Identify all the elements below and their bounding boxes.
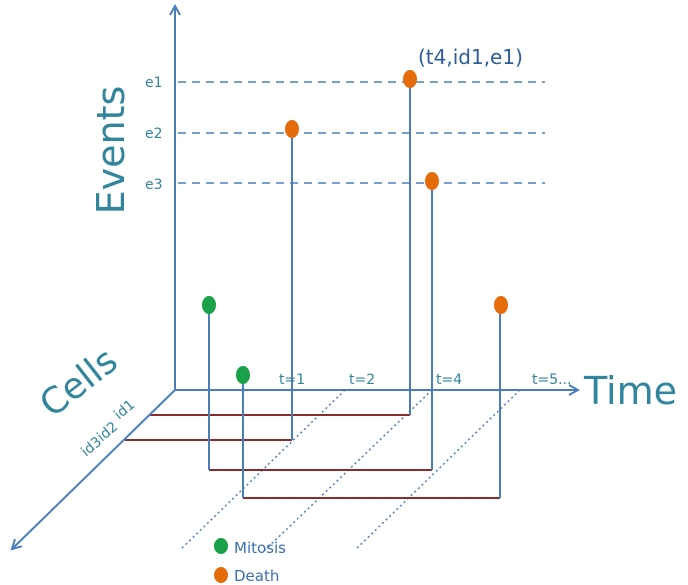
events-axis-title: Events [89,86,133,215]
legend-death-swatch [214,567,228,583]
legend-death-label: Death [234,567,279,585]
death-marker [494,296,508,314]
time-guide-t5 [354,389,521,551]
time-guide-t2 [179,389,346,551]
mitosis-marker [202,296,216,314]
time-axis-title: Time [583,369,677,413]
event-label-e3: e3 [145,177,163,193]
legend-mitosis-swatch [214,538,228,554]
death-marker [285,120,299,138]
time-label-t4: t=4 [436,372,462,388]
time-label-t2: t=2 [349,372,375,388]
event-label-e1: e1 [145,75,163,91]
death-marker [425,172,439,190]
time-label-t5: t=5... [532,372,571,388]
time-label-t1: t=1 [279,372,305,388]
mitosis-marker [236,366,250,384]
cell-label-id1: id1 [111,397,138,423]
legend-mitosis-label: Mitosis [234,539,286,557]
cells-axis-title: Cells [32,340,125,425]
event-tuple-annotation: (t4,id1,e1) [418,45,523,69]
event-label-e2: e2 [145,126,163,142]
cells-axis [12,389,176,549]
death-marker [403,70,417,88]
